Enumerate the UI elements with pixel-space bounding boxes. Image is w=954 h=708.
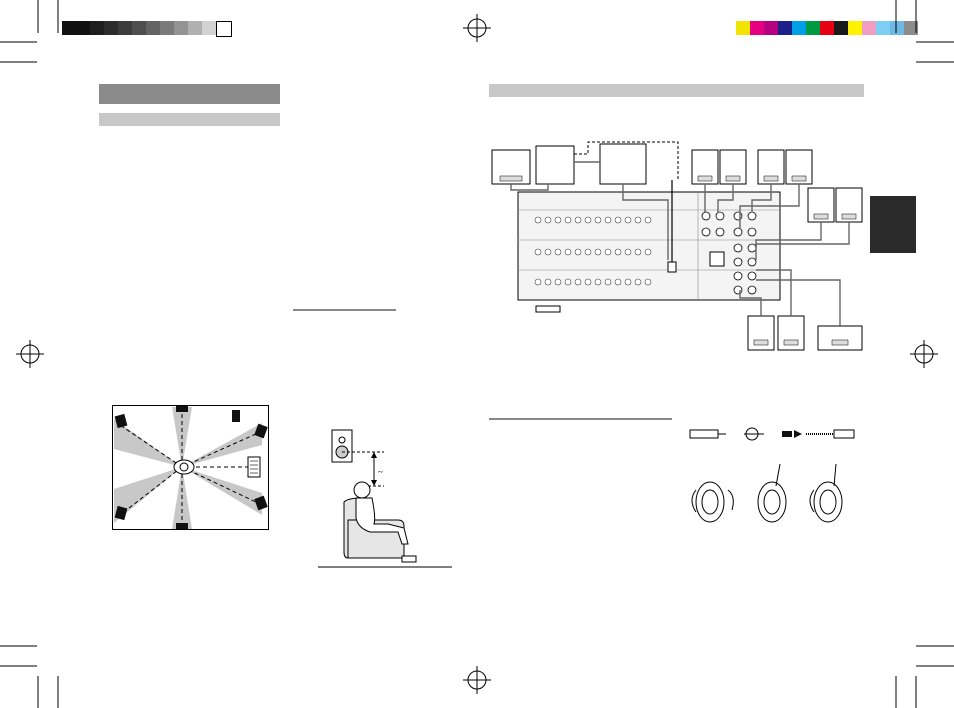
gray-swatch <box>118 21 132 35</box>
subsection-heading-bar <box>99 113 280 126</box>
gray-swatch <box>104 21 118 35</box>
gray-swatch <box>202 21 216 35</box>
gray-swatch <box>188 21 202 35</box>
speaker-placement-diagram <box>112 405 269 530</box>
speaker-terminal-diagram <box>689 427 855 523</box>
gray-swatch <box>76 21 90 35</box>
gray-swatch <box>216 21 232 37</box>
gray-swatch <box>160 21 174 35</box>
color-swatch <box>750 21 764 35</box>
gray-swatch <box>146 21 160 35</box>
terminal-section-rule <box>489 418 672 420</box>
section-heading-bar <box>99 84 280 104</box>
listening-height-diagram: ~ <box>318 429 452 568</box>
gray-swatch <box>174 21 188 35</box>
gray-swatch <box>90 21 104 35</box>
listening-height-rule <box>293 309 396 311</box>
gray-swatch <box>132 21 146 35</box>
color-swatch <box>806 21 820 35</box>
color-swatch <box>834 21 848 35</box>
gray-swatch <box>62 21 76 35</box>
connection-heading-bar <box>489 84 864 97</box>
color-swatch <box>820 21 834 35</box>
registration-target-top <box>463 14 491 42</box>
registration-target-right <box>910 340 938 368</box>
color-swatch <box>778 21 792 35</box>
section-index-tab <box>870 196 916 253</box>
speaker-connection-diagram <box>491 141 863 351</box>
color-swatch <box>876 21 890 35</box>
color-swatch <box>848 21 862 35</box>
color-swatch <box>890 21 904 35</box>
color-swatch <box>862 21 876 35</box>
height-symbol: ~ <box>378 467 383 477</box>
registration-target-bottom <box>463 666 491 694</box>
registration-target-left <box>16 340 44 368</box>
color-swatch <box>764 21 778 35</box>
color-swatch <box>904 21 918 35</box>
color-swatch <box>792 21 806 35</box>
color-swatch <box>736 21 750 35</box>
